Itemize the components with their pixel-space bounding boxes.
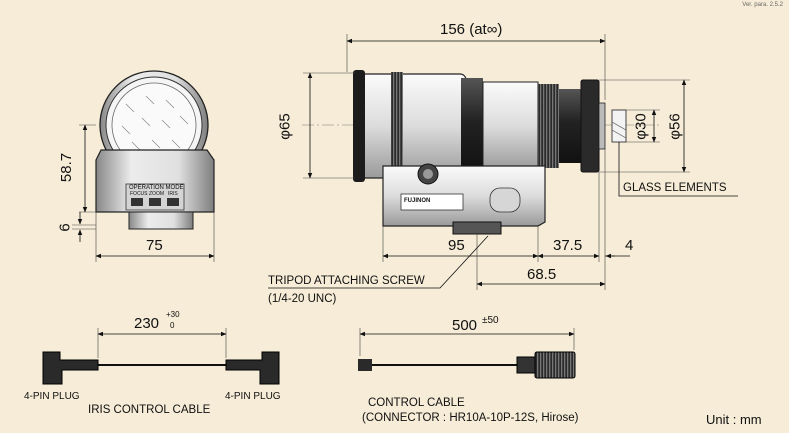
dim-label-phi56: φ56	[666, 113, 684, 140]
tripod-screw-label: TRIPOD ATTACHING SCREW	[268, 275, 425, 287]
zoom-ring	[391, 72, 403, 180]
dim-label-58-7: 58.7	[58, 152, 76, 183]
drive-label-plate	[400, 193, 464, 211]
mount-lip	[598, 102, 606, 150]
corner-note: Ver. para. 2.5.2	[742, 2, 783, 8]
control-cable-end	[358, 359, 372, 371]
unit-label: Unit : mm	[706, 412, 762, 427]
right-plug	[225, 351, 280, 385]
focus-ring	[461, 78, 483, 174]
control-cable-length-label: 500	[452, 317, 478, 334]
iris-ring	[538, 84, 559, 168]
lens-brand-label: FUJINON	[404, 198, 431, 204]
iris-cable-tol-plus: +30	[166, 310, 180, 319]
mode-iris-label: IRIS	[168, 191, 178, 197]
rear-ring	[559, 89, 581, 163]
dim-label-37-5: 37.5	[553, 237, 583, 254]
control-cable-tolerance: ±50	[482, 315, 499, 326]
glass-elements-leader	[618, 142, 738, 197]
dim-label-6: 6	[56, 223, 74, 232]
iris-cable-length-label: 230	[134, 315, 160, 332]
mode-zoom-label: ZOOM	[149, 191, 164, 197]
mode-focus-label: FOCUS	[130, 191, 148, 197]
dim-label-phi30: φ30	[632, 113, 650, 140]
iris-cable-tol-minus: 0	[170, 321, 175, 330]
dim-label-156: 156 (at∞)	[440, 21, 503, 38]
mode-switch-focus	[131, 198, 143, 206]
iris-plug-left-label: 4-PIN PLUG	[24, 391, 80, 402]
mode-switch-housing	[489, 187, 521, 213]
tripod-thread-label: (1/4-20 UNC)	[268, 293, 337, 305]
front-rim	[353, 70, 365, 182]
dim-label-95: 95	[448, 237, 465, 254]
iris-plug-right-label: 4-PIN PLUG	[225, 391, 281, 402]
glass-elements-label: GLASS ELEMENTS	[623, 182, 727, 194]
mount-flange	[580, 79, 600, 173]
dim-label-68-5: 68.5	[527, 266, 557, 283]
connector-strain-relief	[516, 356, 536, 374]
tripod-screw-leader	[268, 235, 489, 289]
glass-hatching	[121, 95, 189, 164]
left-plug	[42, 351, 99, 385]
operation-mode-label: OPERATION MODE	[129, 185, 184, 191]
control-cable-caption: CONTROL CABLE	[368, 397, 465, 409]
iris-control-cable	[42, 328, 280, 385]
control-cable-connector: (CONNECTOR : HR10A-10P-12S, Hirose)	[362, 412, 579, 424]
tripod-mount	[452, 221, 502, 235]
connector-body	[534, 351, 576, 379]
mode-switch-iris	[167, 198, 179, 206]
side-view	[268, 34, 738, 290]
control-cable	[358, 328, 576, 379]
dim-label-75: 75	[146, 237, 163, 254]
dim-label-4: 4	[625, 237, 634, 254]
iris-cable-caption: IRIS CONTROL CABLE	[88, 404, 211, 416]
tripod-base	[128, 211, 194, 230]
mode-switch-zoom	[149, 198, 161, 206]
mid-barrel	[482, 81, 539, 171]
dim-label-phi65: φ65	[276, 113, 294, 140]
front-barrel	[357, 73, 467, 179]
front-view	[72, 70, 215, 262]
